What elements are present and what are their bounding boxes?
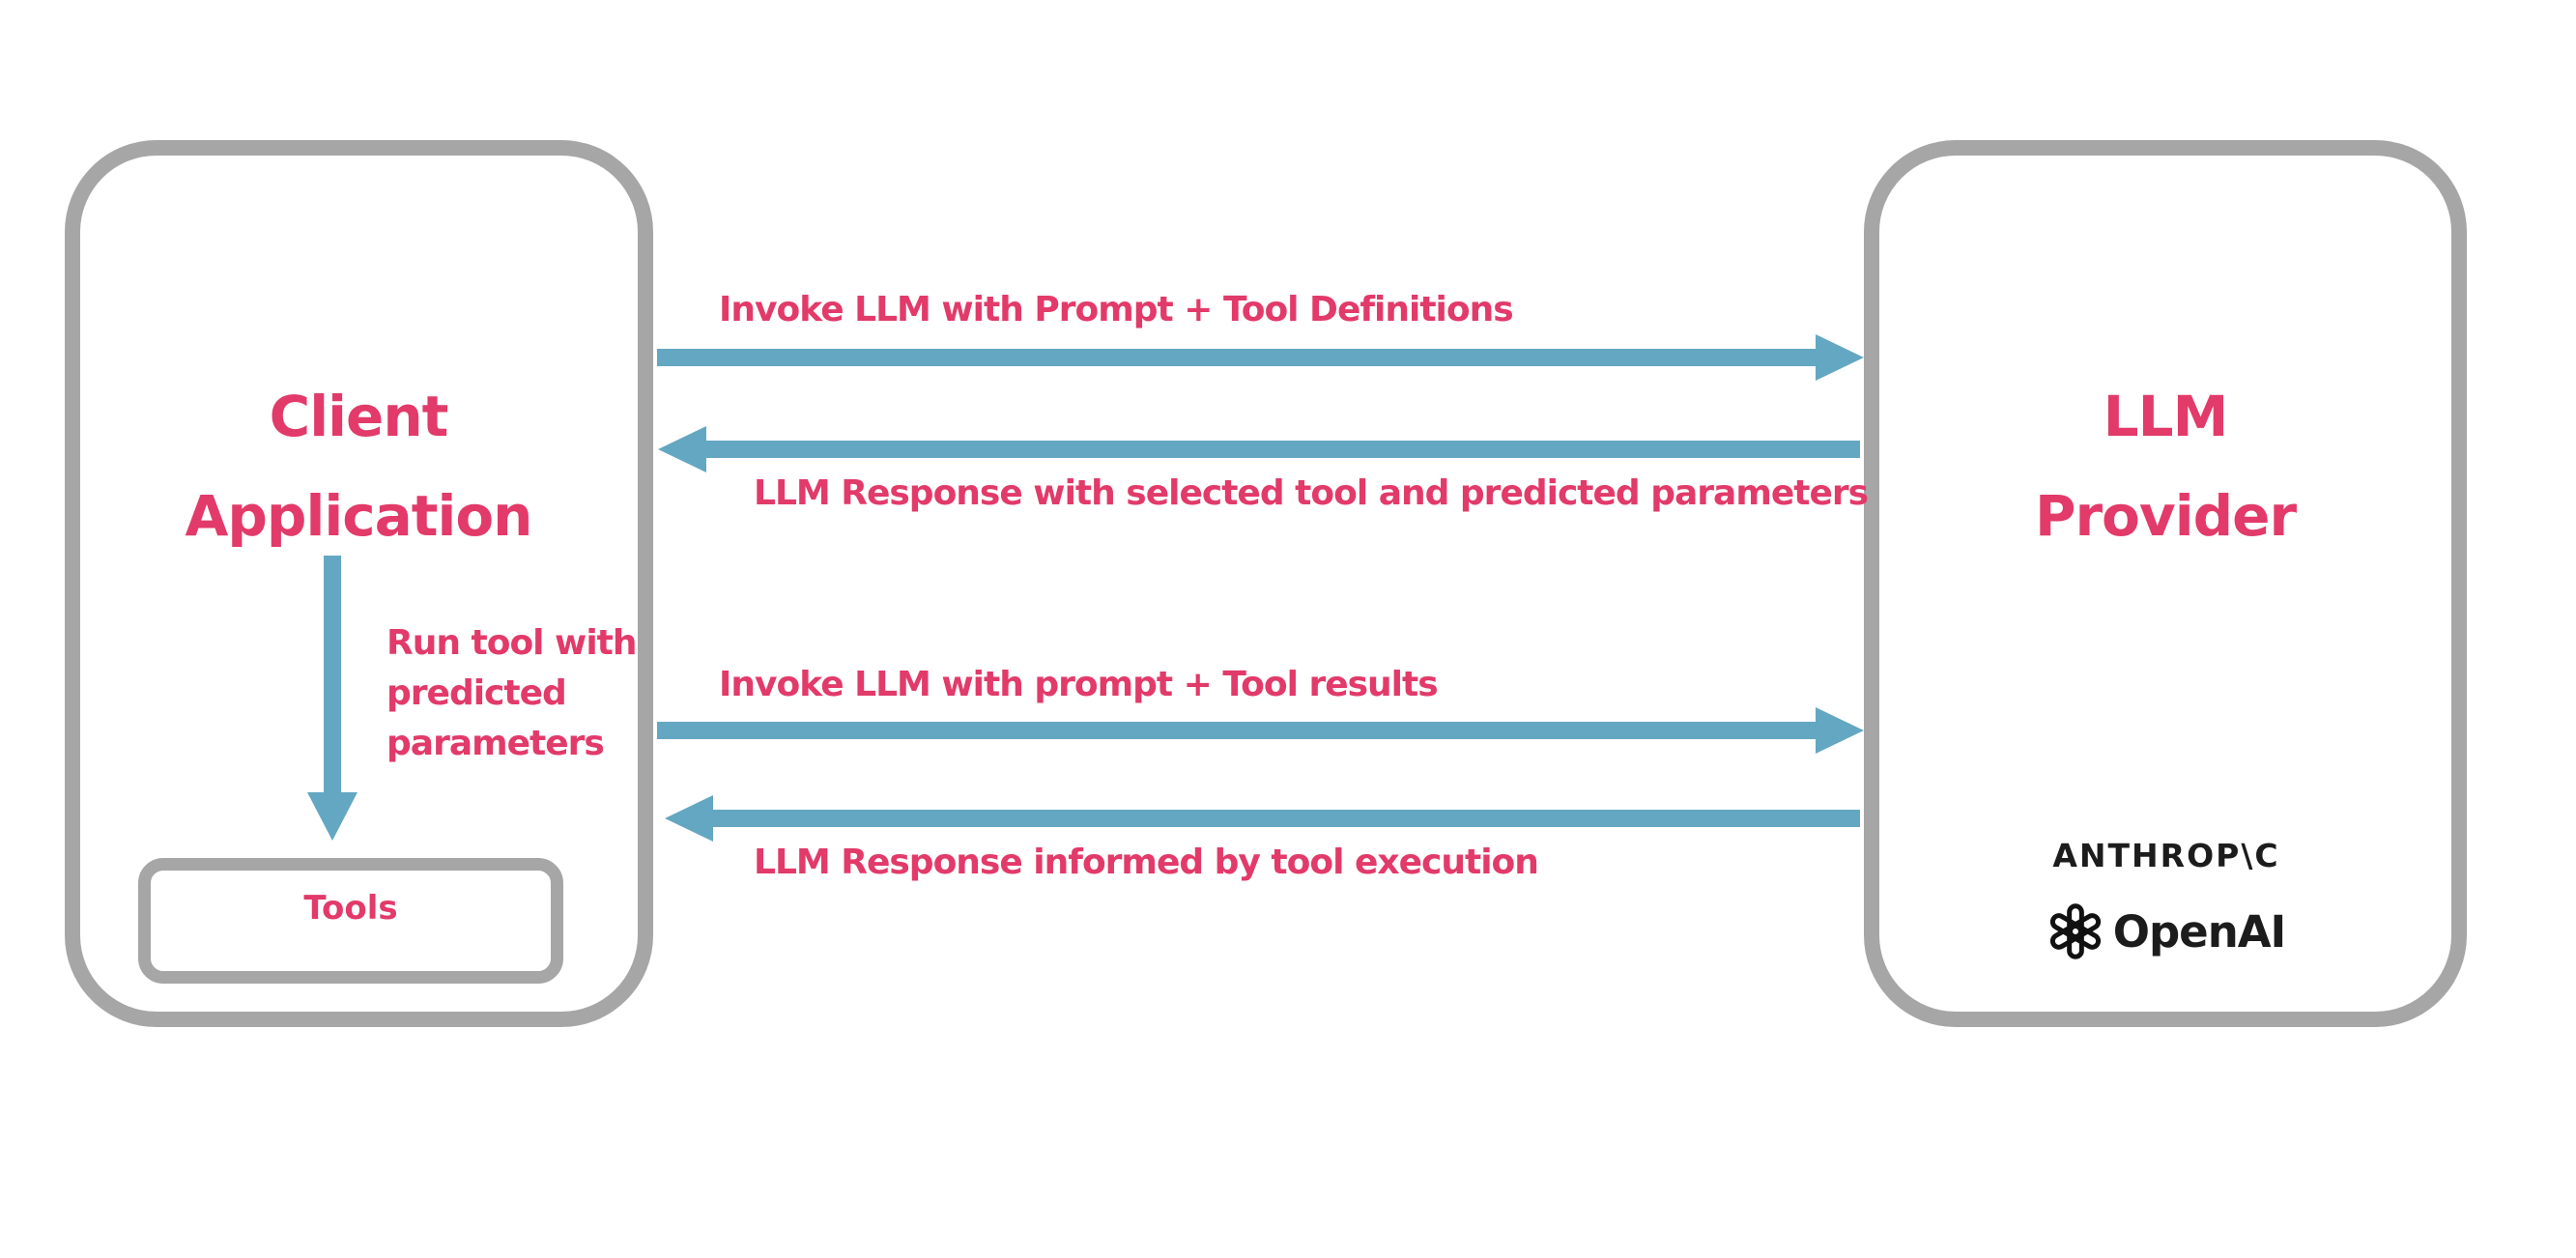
arrowhead-right-icon [1816, 334, 1864, 381]
message-arrow-2-response [658, 426, 1860, 472]
arrowhead-left-icon [658, 426, 706, 472]
message-label-2: LLM Response with selected tool and pred… [754, 473, 1869, 513]
arrowhead-left-icon [665, 795, 713, 842]
message-arrow-3-invoke [657, 707, 1864, 754]
arrow-shaft [709, 810, 1860, 827]
message-label-1: Invoke LLM with Prompt + Tool Definition… [719, 290, 1514, 329]
llm-provider-box [1864, 140, 2467, 1027]
openai-logo-icon [2049, 903, 2101, 959]
run-tool-arrowhead-icon [307, 792, 358, 841]
anthropic-logo: ANTHROP\C [2052, 837, 2280, 874]
run-tool-label: Run tool with predicted parameters [386, 623, 638, 763]
run-tool-arrow-shaft [324, 556, 341, 794]
arrow-shaft [657, 722, 1819, 739]
tools-box [138, 858, 563, 984]
message-label-4: LLM Response informed by tool execution [754, 843, 1539, 882]
arrowhead-right-icon [1816, 707, 1864, 754]
message-label-3: Invoke LLM with prompt + Tool results [719, 665, 1439, 704]
llm-provider-title: LLM Provider [2034, 384, 2297, 549]
tools-label: Tools [303, 889, 398, 928]
openai-logo-text: OpenAI [2112, 905, 2287, 958]
run-tool-arrow [307, 556, 358, 841]
openai-logo: OpenAI [1992, 901, 2340, 962]
client-application-title: Client Application [185, 384, 533, 549]
message-arrow-4-response [665, 795, 1860, 842]
arrow-shaft [657, 349, 1819, 366]
arrow-shaft [702, 441, 1860, 458]
message-arrow-1-invoke [657, 334, 1864, 381]
